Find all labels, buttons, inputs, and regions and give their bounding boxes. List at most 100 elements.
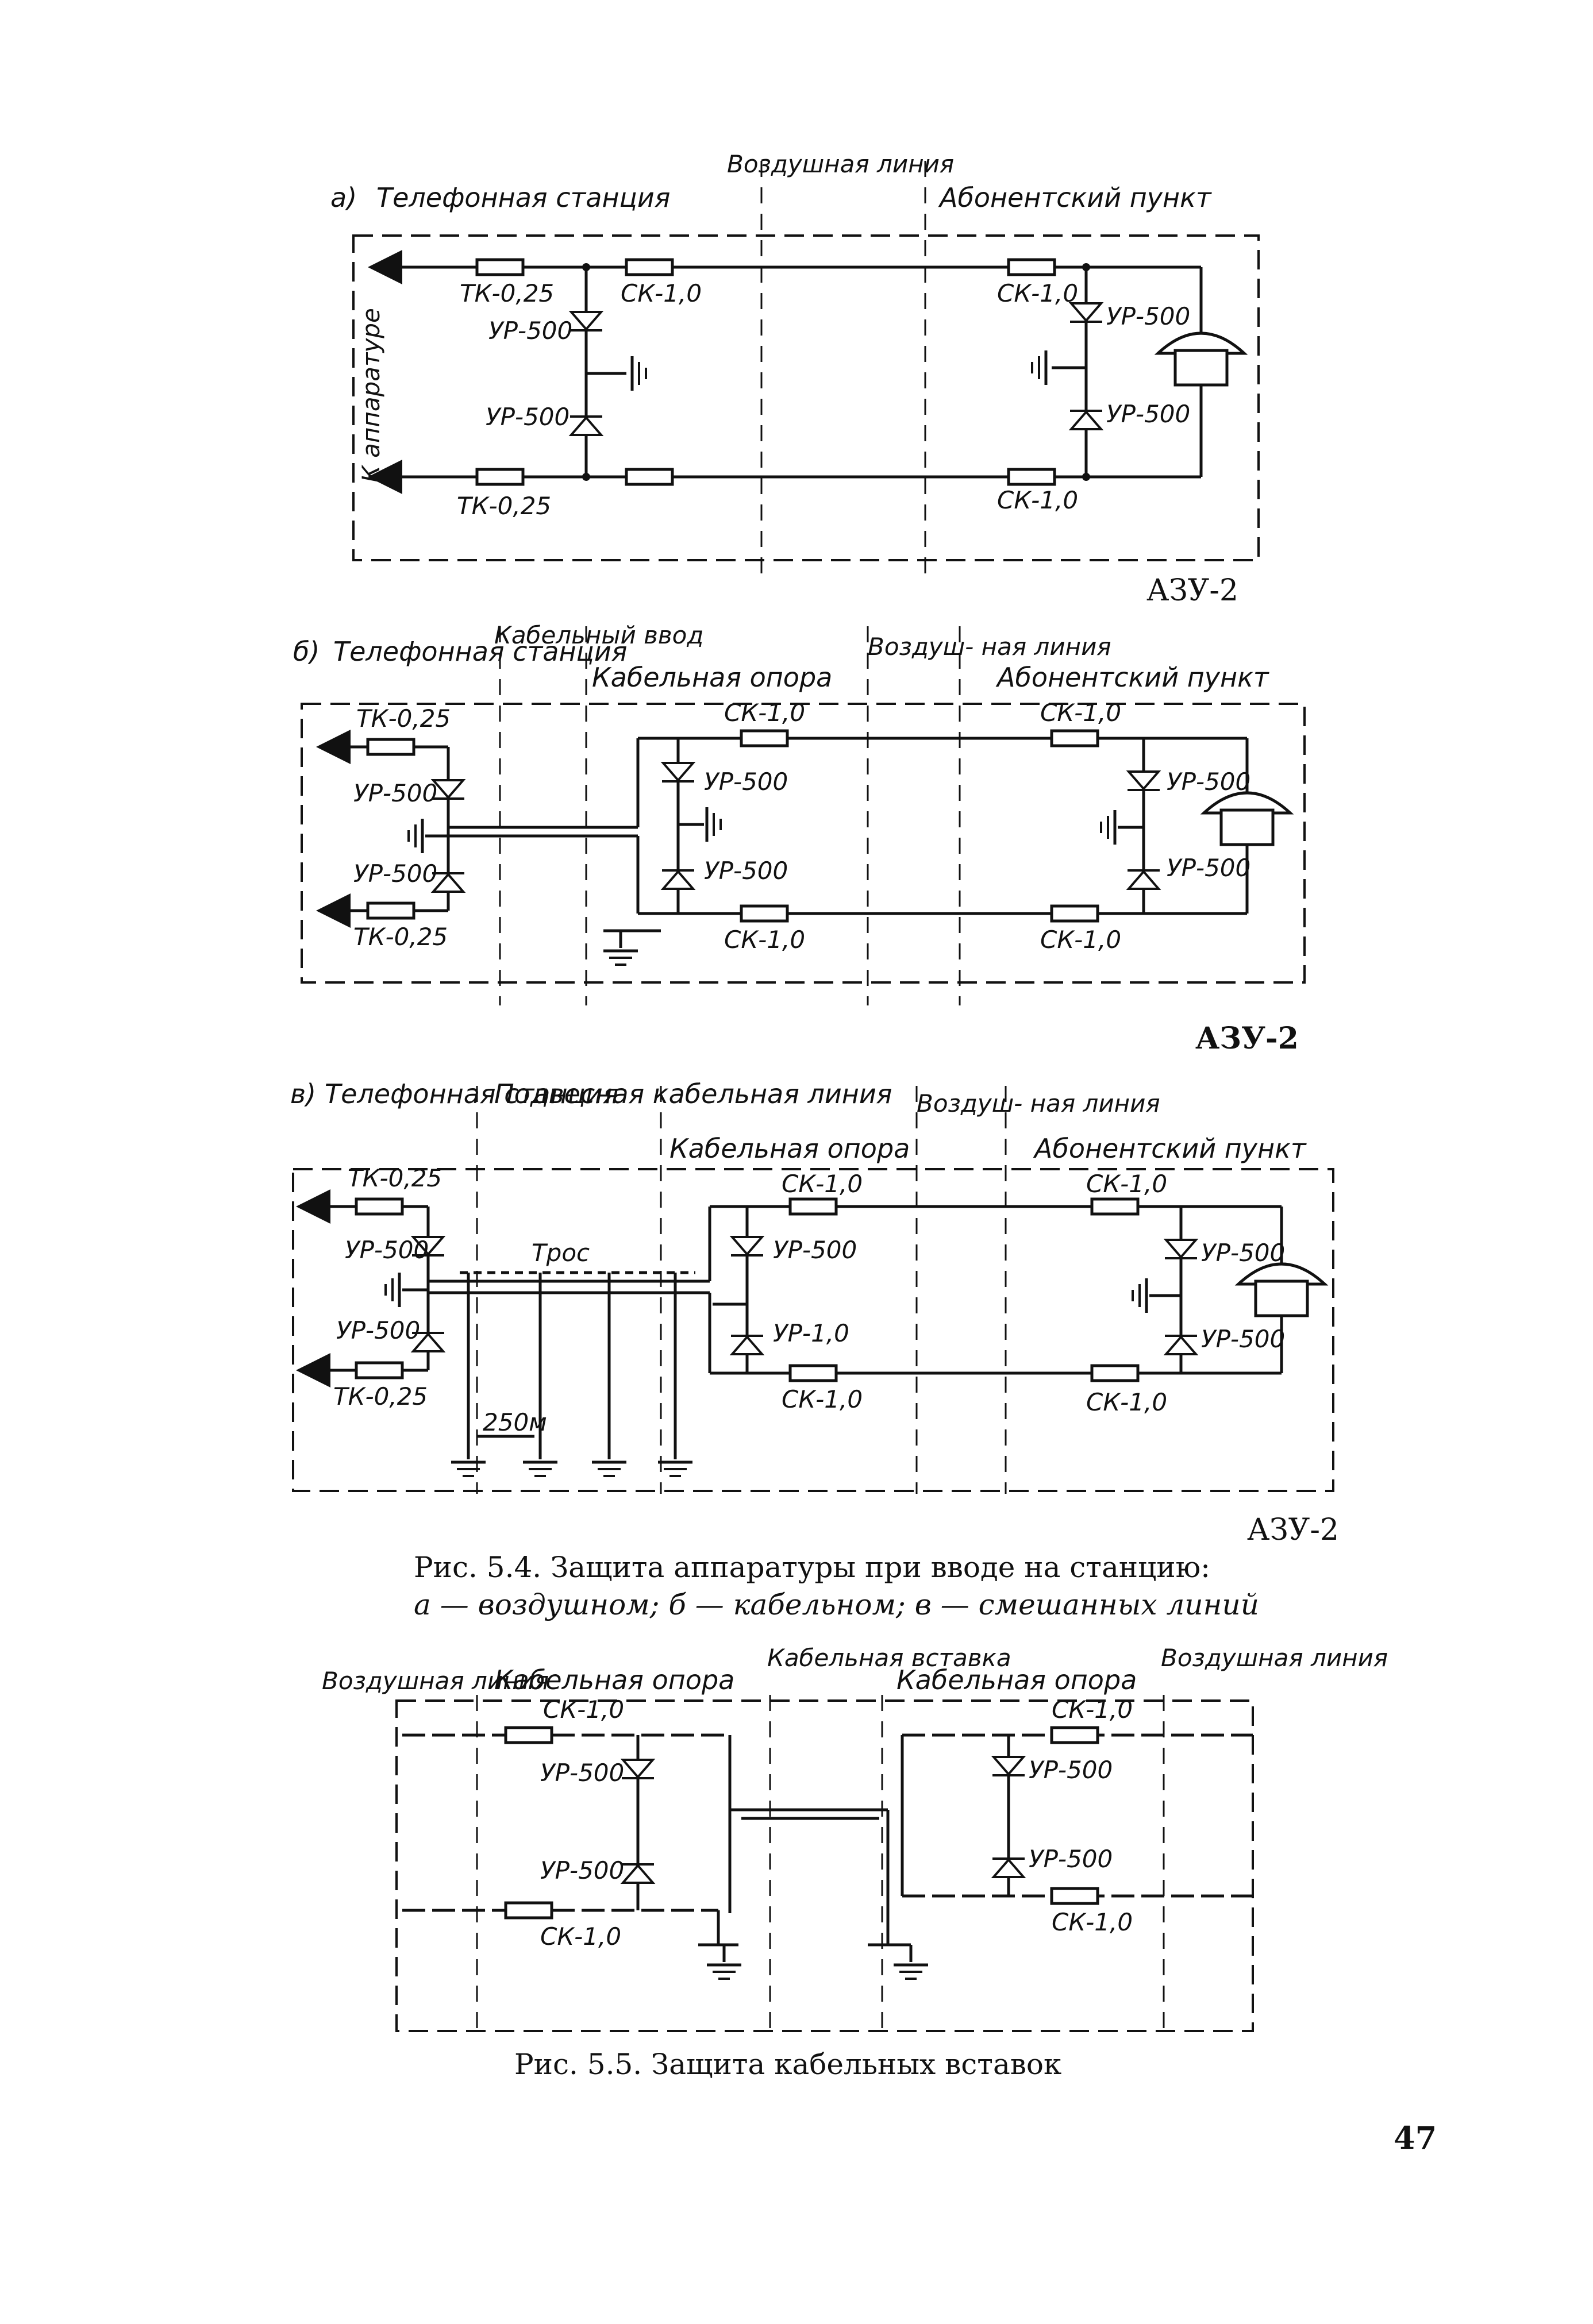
c-ground-1 bbox=[386, 1273, 399, 1307]
c-arrester-5 bbox=[1164, 1239, 1198, 1259]
b-fuse-sk2 bbox=[740, 904, 789, 923]
b-label-ur1: УР-500 bbox=[353, 779, 437, 807]
a-fuse-tk-bottom bbox=[475, 468, 525, 486]
b-arrester-4 bbox=[661, 869, 695, 890]
a-label-sk-top-left: СК-1,0 bbox=[621, 279, 702, 307]
c-label-sk4: СК-1,0 bbox=[1086, 1388, 1167, 1416]
c-fuse-tk-bottom bbox=[355, 1361, 404, 1379]
c-fuse-sk2 bbox=[788, 1364, 838, 1382]
b-label-tk-bottom: ТК-0,25 bbox=[353, 923, 448, 951]
f55-label-sk3: СК-1,0 bbox=[1052, 1695, 1133, 1724]
f55-arrester-3 bbox=[991, 1756, 1026, 1776]
c-arrester-4 bbox=[730, 1335, 764, 1355]
a-arrester-2 bbox=[569, 415, 603, 436]
f55-arrester-4 bbox=[991, 1857, 1026, 1878]
c-label-ur2: УР-500 bbox=[336, 1316, 420, 1344]
f55-air-right-header: Воздушная линия bbox=[1161, 1644, 1388, 1672]
c-ground-4 bbox=[592, 1462, 626, 1476]
b-arrester-6 bbox=[1126, 869, 1161, 890]
f55-label-sk2: СК-1,0 bbox=[540, 1922, 621, 1951]
b-ground-1 bbox=[409, 819, 422, 853]
c-label-tros: Трос bbox=[532, 1239, 590, 1267]
b-frame bbox=[301, 703, 1306, 984]
a-apparatus-label: К аппаратуре bbox=[357, 308, 385, 483]
c-label-span: 250м bbox=[483, 1408, 547, 1436]
b-ground-4 bbox=[1101, 810, 1115, 845]
a-telephone bbox=[1158, 333, 1244, 385]
c-letter: в) bbox=[290, 1078, 316, 1109]
b-azu-label: АЗУ-2 bbox=[1195, 1021, 1299, 1056]
b-telephone bbox=[1204, 793, 1290, 845]
b-label-tk-top: ТК-0,25 bbox=[356, 704, 451, 733]
a-station-header: Телефонная станция bbox=[376, 182, 670, 213]
b-fuse-tk-top bbox=[366, 738, 415, 756]
c-label-tk-bottom: ТК-0,25 bbox=[333, 1382, 428, 1410]
b-label-sk2: СК-1,0 bbox=[724, 926, 805, 954]
b-label-sk1: СК-1,0 bbox=[724, 699, 805, 727]
b-fuse-tk-bottom bbox=[366, 901, 415, 920]
c-label-ur3: УР-500 bbox=[773, 1236, 857, 1264]
c-cable-pole-header: Кабельная опора bbox=[669, 1133, 910, 1164]
a-ground-left bbox=[632, 356, 646, 391]
a-label-ur3: УР-500 bbox=[1106, 302, 1190, 330]
c-label-ur6: УР-500 bbox=[1201, 1325, 1285, 1353]
f55-arrester-1 bbox=[621, 1759, 655, 1779]
b-ground-2 bbox=[603, 951, 638, 965]
c-label-ur5: УР-500 bbox=[1201, 1239, 1285, 1267]
b-label-sk3: СК-1,0 bbox=[1040, 699, 1121, 727]
b-ground-3 bbox=[707, 807, 721, 842]
c-air-line-header: Воздуш- ная линия bbox=[917, 1089, 1160, 1117]
fig55-caption: Рис. 5.5. Защита кабельных вставок bbox=[514, 2048, 1061, 2081]
c-telephone bbox=[1238, 1264, 1325, 1316]
a-label-ur4: УР-500 bbox=[1106, 400, 1190, 428]
f55-label-ur4: УР-500 bbox=[1029, 1845, 1113, 1873]
a-arrester-4 bbox=[1069, 410, 1103, 430]
b-arrester-5 bbox=[1126, 770, 1161, 791]
c-ground-2 bbox=[451, 1462, 486, 1476]
a-label-ur1: УР-500 bbox=[488, 317, 572, 345]
b-label-sk4: СК-1,0 bbox=[1040, 926, 1121, 954]
f55-fuse-sk1 bbox=[504, 1726, 553, 1744]
b-station-header: Телефонная станция bbox=[333, 636, 627, 667]
b-label-ur6: УР-500 bbox=[1167, 854, 1250, 882]
f55-fuse-sk2 bbox=[504, 1901, 553, 1920]
page-number: 47 bbox=[1394, 2119, 1437, 2156]
diagram-fig55: Воздушная линия Кабельная опора Кабельна… bbox=[322, 1644, 1388, 2032]
a-label-ur2: УР-500 bbox=[486, 403, 570, 431]
b-label-ur2: УР-500 bbox=[353, 860, 437, 888]
c-fuse-sk1 bbox=[788, 1197, 838, 1216]
a-ground-right bbox=[1032, 350, 1046, 385]
diagram-b: б) Телефонная станция Кабельный ввод Каб… bbox=[293, 621, 1306, 1056]
c-label-tk-top: ТК-0,25 bbox=[348, 1164, 442, 1192]
a-fuse-mid-bottom bbox=[625, 468, 674, 486]
f55-arrester-2 bbox=[621, 1863, 655, 1884]
c-ground-6 bbox=[1133, 1278, 1146, 1313]
a-azu-label: АЗУ-2 bbox=[1146, 573, 1238, 608]
a-fuse-sk-top-left bbox=[625, 258, 674, 276]
c-label-sk1: СК-1,0 bbox=[782, 1170, 863, 1198]
c-arrester-3 bbox=[730, 1236, 764, 1257]
fig54-caption-line1: Рис. 5.4. Защита аппаратуры при вводе на… bbox=[414, 1551, 1210, 1584]
c-label-sk3: СК-1,0 bbox=[1086, 1170, 1167, 1198]
b-label-ur4: УР-500 bbox=[704, 857, 788, 885]
f55-label-ur1: УР-500 bbox=[540, 1759, 624, 1787]
c-frame bbox=[292, 1168, 1334, 1492]
a-fuse-sk-top-right bbox=[1007, 258, 1056, 276]
b-fuse-sk4 bbox=[1050, 904, 1099, 923]
a-label-sk-bottom-right: СК-1,0 bbox=[997, 486, 1078, 514]
a-label-tk-bottom: ТК-0,25 bbox=[457, 492, 551, 520]
f55-label-sk4: СК-1,0 bbox=[1052, 1908, 1133, 1936]
a-letter: а) bbox=[330, 182, 357, 213]
fig54-caption-line2: а — воздушном; б — кабельном; в — смешан… bbox=[414, 1588, 1259, 1621]
a-fuse-sk-bottom-right bbox=[1007, 468, 1056, 486]
c-fuse-sk4 bbox=[1090, 1364, 1140, 1382]
f55-pole-right-header: Кабельная опора bbox=[896, 1664, 1137, 1695]
f55-label-ur2: УР-500 bbox=[540, 1856, 624, 1884]
f55-ground-2 bbox=[894, 1965, 928, 1979]
f55-fuse-sk4 bbox=[1050, 1887, 1099, 1905]
diagram-a: а) Телефонная станция Воздушная линия Аб… bbox=[330, 150, 1260, 608]
c-label-ur1: УР-500 bbox=[345, 1236, 429, 1264]
f55-pole-left-header: Кабельная опора bbox=[494, 1664, 734, 1695]
c-suspended-header: Подвесная кабельная линия bbox=[494, 1078, 892, 1109]
c-subscriber-header: Абонентский пункт bbox=[1033, 1133, 1307, 1164]
